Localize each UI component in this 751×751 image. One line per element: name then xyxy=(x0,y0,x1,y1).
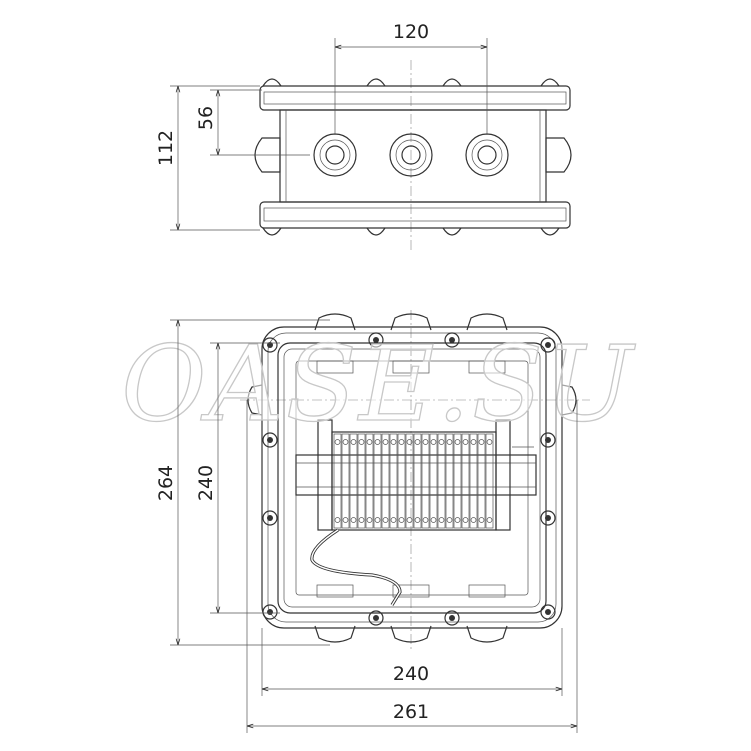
terminal-block-body xyxy=(331,431,497,531)
terminal xyxy=(341,433,350,529)
dim-label-120: 120 xyxy=(393,21,429,43)
terminal xyxy=(349,433,358,529)
terminal xyxy=(365,433,374,529)
screw-icon xyxy=(540,510,556,526)
screw-icon xyxy=(444,332,460,348)
terminal xyxy=(477,433,486,529)
nut xyxy=(540,227,560,236)
ground-wire xyxy=(311,529,401,606)
dim-label-112: 112 xyxy=(155,130,177,166)
terminal xyxy=(381,433,390,529)
screw-icon xyxy=(262,510,278,526)
screw-icon xyxy=(262,337,278,353)
base-plate-bottom xyxy=(259,201,571,229)
cable-gland-right xyxy=(561,384,577,416)
terminal xyxy=(405,433,414,529)
cable-gland-left xyxy=(247,384,263,416)
terminal-block xyxy=(331,431,497,531)
cable-gland-top xyxy=(466,313,508,331)
nut xyxy=(366,227,386,236)
nut xyxy=(262,78,282,87)
nut xyxy=(442,227,462,236)
dimension-264: 264 xyxy=(155,319,330,646)
enclosure-outer xyxy=(261,326,563,629)
cable-gland-top xyxy=(314,313,356,331)
dim-label-56: 56 xyxy=(195,106,217,130)
terminal xyxy=(397,433,406,529)
dim-label-240-vertical: 240 xyxy=(195,465,217,501)
enclosure-inner xyxy=(277,342,547,614)
screw-icon xyxy=(368,332,384,348)
terminal xyxy=(453,433,462,529)
dimension-240-horizontal: 240 xyxy=(261,628,563,696)
screw-icon xyxy=(540,432,556,448)
dimension-120: 120 xyxy=(334,21,488,135)
terminal xyxy=(357,433,366,529)
dimension-112: 112 xyxy=(155,85,260,231)
terminal xyxy=(429,433,438,529)
top-view xyxy=(254,60,572,250)
cable-gland-top xyxy=(390,313,432,331)
side-gland-left xyxy=(254,137,281,173)
cable-gland-bottom xyxy=(390,625,432,643)
side-gland-right xyxy=(545,137,572,173)
screw-icon xyxy=(444,610,460,626)
terminal xyxy=(437,433,446,529)
dimension-56: 56 xyxy=(195,89,310,156)
terminal xyxy=(389,433,398,529)
terminal xyxy=(333,433,342,529)
cable-gland-bottom xyxy=(466,625,508,643)
nut xyxy=(442,78,462,87)
terminal xyxy=(413,433,422,529)
terminal xyxy=(469,433,478,529)
din-rail xyxy=(295,454,537,496)
dim-label-240-horizontal: 240 xyxy=(393,663,429,685)
dim-label-261: 261 xyxy=(393,701,429,723)
screw-icon xyxy=(540,604,556,620)
screw-icon xyxy=(262,432,278,448)
screw-icon xyxy=(368,610,384,626)
nut xyxy=(262,227,282,236)
cable-gland-bottom xyxy=(314,625,356,643)
terminal xyxy=(421,433,430,529)
watermark: OASE.SU xyxy=(121,323,636,445)
terminal xyxy=(485,433,494,529)
dim-label-264: 264 xyxy=(155,465,177,501)
screw-icon xyxy=(262,604,278,620)
terminal xyxy=(461,433,470,529)
cable-gland xyxy=(389,133,433,177)
front-view xyxy=(240,310,590,650)
screw-icon xyxy=(540,337,556,353)
terminal xyxy=(373,433,382,529)
dimension-240-vertical: 240 xyxy=(195,342,280,614)
terminal xyxy=(445,433,454,529)
nut xyxy=(540,78,560,87)
lid-plate-top xyxy=(259,85,571,111)
nut xyxy=(366,78,386,87)
dimension-261: 261 xyxy=(246,400,578,733)
